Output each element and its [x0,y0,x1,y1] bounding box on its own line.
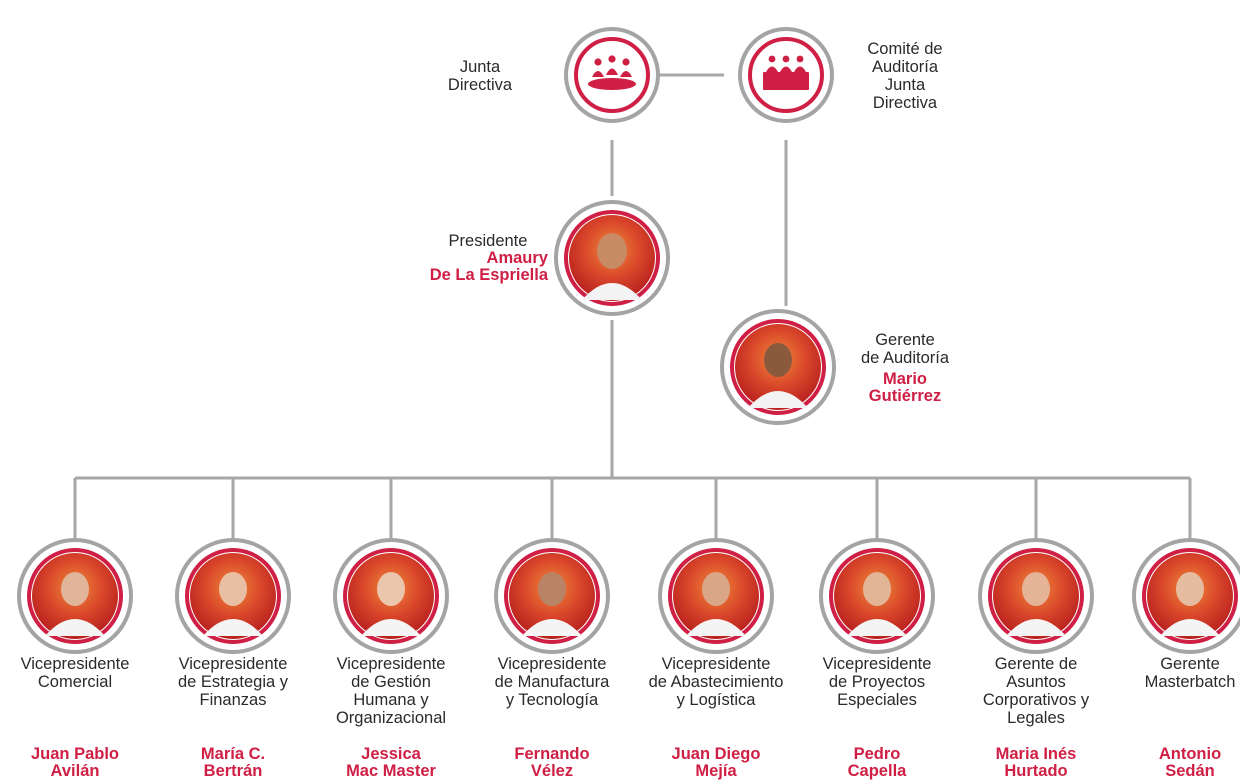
executive-role: Gerente de Asuntos Corporativos y Legale… [982,655,1090,727]
executive-name: María C. Bertrán [200,745,266,780]
executive-photo [17,538,133,654]
person-silhouette-icon [203,572,263,636]
executive-name: Antonio Sedán [1158,745,1222,780]
executive-role: Vicepresidente Comercial [20,655,130,691]
executive-name: Juan Pablo Avilán [30,745,120,780]
audit-committee-label: Comité de Auditoría Junta Directiva [867,40,943,112]
executive-photo [978,538,1094,654]
executive-photo [333,538,449,654]
president-name: Amaury De La Espriella [429,249,548,284]
audit-manager-role: Gerente de Auditoría [860,331,950,367]
committee-table-icon [763,55,809,90]
person-silhouette-icon [748,343,808,408]
executive-name: Maria Inés Hurtado [995,745,1077,780]
executive-role: Vicepresidente de Estrategia y Finanzas [177,655,289,709]
audit-manager-name: Mario Gutiérrez [868,370,942,405]
president-photo [554,200,670,316]
executive-photo [494,538,610,654]
board-label: Junta Directiva [447,58,513,94]
board-meeting-icon [588,55,636,90]
executive-photo [658,538,774,654]
president-role: Presidente [448,232,528,250]
person-silhouette-icon [361,572,421,636]
executive-role: Gerente Masterbatch [1144,655,1236,691]
audit-manager-photo [720,309,836,425]
executive-name: Jessica Mac Master [346,745,436,780]
audit-committee-node [738,27,834,123]
executive-role: Vicepresidente de Gestión Humana y Organ… [335,655,447,727]
person-silhouette-icon [1006,572,1066,636]
executive-drops [73,478,1192,540]
executive-photos [17,538,1240,654]
executive-photo [175,538,291,654]
person-silhouette-icon [686,572,746,636]
executive-name: Juan Diego Mejía [671,745,761,780]
person-silhouette-icon [847,572,907,636]
board-node [564,27,660,123]
executive-photo [1132,538,1240,654]
executive-name: Pedro Capella [847,745,907,780]
executive-name: Fernando Vélez [514,745,590,780]
connectors [73,73,1192,540]
person-silhouette-icon [582,233,642,300]
executive-role: Vicepresidente de Proyectos Especiales [822,655,932,709]
executive-role: Vicepresidente de Manufactura y Tecnolog… [494,655,610,709]
person-silhouette-icon [522,572,582,636]
executive-photo [819,538,935,654]
person-silhouette-icon [45,572,105,636]
executive-role: Vicepresidente de Abastecimiento y Logís… [648,655,784,709]
audit-manager-label: Gerente de Auditoría Mario Gutiérrez [850,331,960,405]
person-silhouette-icon [1160,572,1220,636]
president-label: Presidente Amaury De La Espriella [408,232,548,284]
